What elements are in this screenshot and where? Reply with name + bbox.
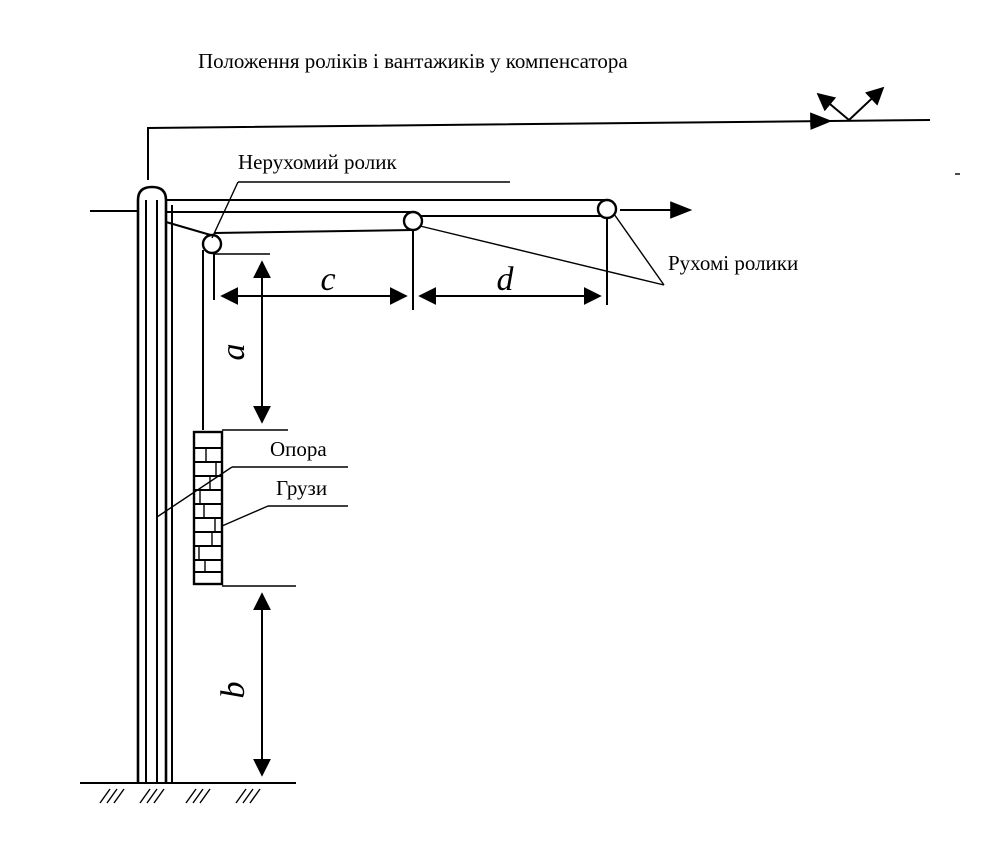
fixed-roller-label: Нерухомий ролик [238,150,397,174]
ground [80,782,296,804]
cable-system [165,199,693,237]
fixed-roller-callout: Нерухомий ролик [211,150,510,239]
diagram-title: Положення роліків і вантажиків у компенс… [198,49,628,73]
dimension-a-label: a [215,344,252,361]
dimension-c-label: c [320,261,335,298]
dimension-b-label: b [215,682,252,699]
moving-roller-2 [596,198,618,305]
fixed-roller [201,233,223,430]
weights-callout: Грузи [221,476,348,527]
support-callout: Опора [156,437,348,518]
support-pole [136,185,173,782]
dimension-d-label: d [497,261,515,298]
weights-label: Грузи [276,476,327,500]
moving-rollers-label: Рухомі ролики [668,251,798,275]
top-contact-wire [147,86,960,180]
dimension-d: d [418,261,602,305]
dimension-c: c [220,261,408,305]
moving-rollers-callout: Рухомі ролики [419,213,798,286]
support-label: Опора [270,437,327,461]
dimension-a: a [214,253,288,431]
moving-roller-1 [402,210,424,310]
dimension-b: b [215,585,296,777]
weights-stack [192,430,224,586]
